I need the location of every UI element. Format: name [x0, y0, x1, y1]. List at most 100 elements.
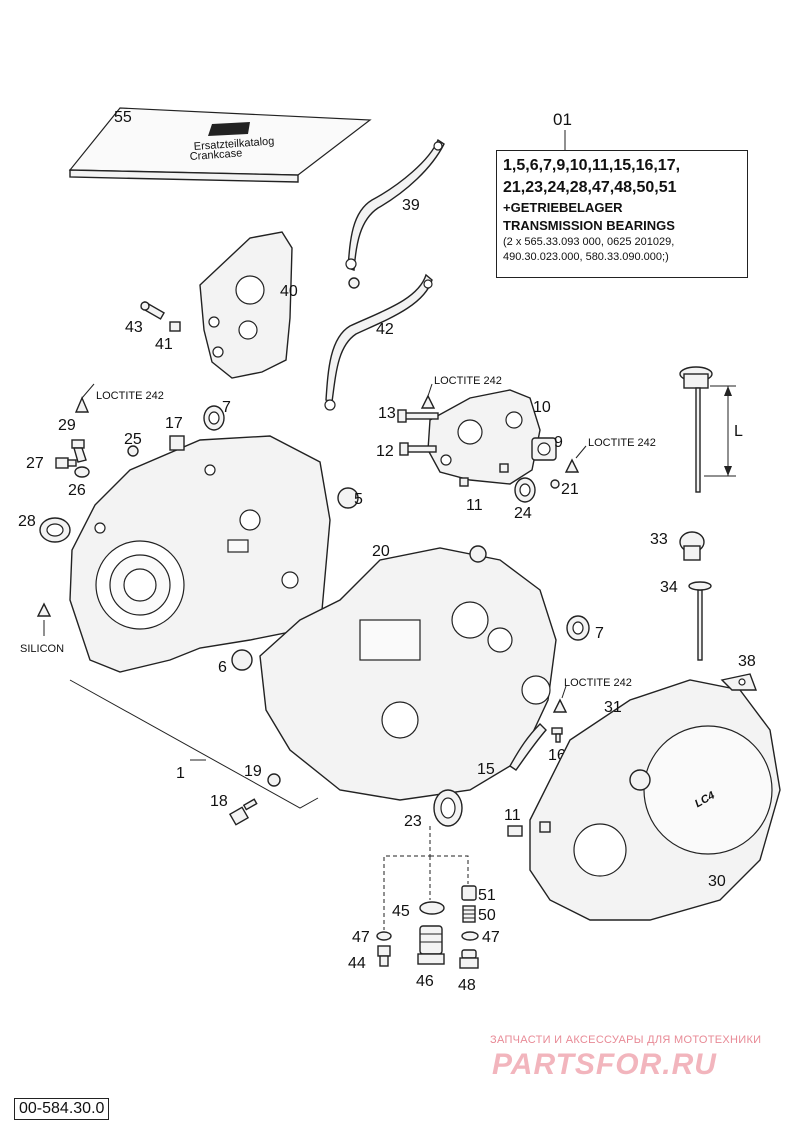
callout-13: 13: [378, 405, 396, 422]
part-38-bracket: [720, 673, 758, 691]
watermark-logo: PARTSFOR.RU: [492, 1048, 717, 1081]
part-13-bolt: [397, 409, 439, 423]
kit-line-3: +GETRIEBELAGER: [503, 200, 623, 215]
loctite-drop-16: [552, 698, 568, 713]
loctite-drop-21: [564, 458, 580, 473]
callout-46: 46: [416, 973, 434, 990]
part-55-manual: Ersatzteilkatalog Crankcase: [68, 107, 372, 183]
callout-25: 25: [124, 431, 142, 448]
callout-50: 50: [478, 907, 496, 924]
part-7-dowel-right: [566, 615, 590, 641]
part-50-spring: [462, 905, 476, 923]
callout-23: 23: [404, 813, 422, 830]
kit-contents-box: 1,5,6,7,9,10,11,15,16,17, 21,23,24,28,47…: [496, 150, 748, 278]
part-44-plug: [377, 945, 391, 967]
callout-20: 20: [372, 543, 390, 560]
kit-line-2: 21,23,24,28,47,48,50,51: [503, 179, 677, 196]
part-15-clip: [509, 723, 547, 771]
callout-5: 5: [354, 491, 363, 508]
part-51-piston: [461, 885, 477, 901]
callout-40: 40: [280, 283, 298, 300]
callout-26: 26: [68, 482, 86, 499]
part-40-bracket: [199, 231, 293, 379]
part-23-bearing: [433, 789, 463, 827]
part-46-oil-screen: [417, 925, 445, 965]
part-7-dowel-upper: [203, 405, 225, 431]
part-oil-dipstick: [679, 366, 713, 493]
callout-45: 45: [392, 903, 410, 920]
leader-dash-left: [383, 826, 431, 930]
length-label: L: [734, 423, 743, 440]
part-24-seal: [514, 477, 536, 503]
manual-line-2: Crankcase: [189, 147, 242, 163]
callout-24: 24: [514, 505, 532, 522]
callout-28: 28: [18, 513, 36, 530]
callout-30: 30: [708, 873, 726, 890]
part-47-ring-left: [376, 931, 392, 941]
silicon-note: SILICON: [20, 643, 64, 655]
part-39-chain-guide: [345, 138, 445, 289]
callout-34: 34: [660, 579, 678, 596]
drawing-number: 00-584.30.0: [14, 1098, 110, 1120]
part-18-plug: [228, 798, 258, 826]
part-17-sleeve: [169, 435, 185, 451]
part-30-clutch-cover: LC4: [529, 679, 781, 921]
part-48-plug: [459, 949, 479, 969]
callout-10: 10: [533, 399, 551, 416]
callout-44: 44: [348, 955, 366, 972]
part-20-right-crankcase-half: [259, 545, 557, 801]
callout-38: 38: [738, 653, 756, 670]
part-28-seal: [39, 517, 71, 543]
callout-47-right: 47: [482, 929, 500, 946]
callout-51: 51: [478, 887, 496, 904]
callout-11-upper: 11: [466, 497, 483, 514]
kit-line-1: 1,5,6,7,9,10,11,15,16,17,: [503, 157, 681, 174]
callout-31: 31: [604, 699, 622, 716]
callout-19: 19: [244, 763, 262, 780]
callout-15: 15: [477, 761, 495, 778]
part-41-sleeve: [169, 321, 181, 332]
part-11-sleeve-lower: [507, 825, 523, 837]
part-34-o-ring: [688, 581, 712, 591]
callout-42: 42: [376, 321, 394, 338]
manual-line-1: Ersatzteilkatalog: [193, 135, 274, 153]
kit-line-6: 490.30.023.000, 580.33.090.000;): [503, 251, 669, 263]
part-19-ring: [267, 773, 281, 787]
callout-1: 1: [176, 765, 185, 782]
callout-39: 39: [402, 197, 420, 214]
loctite-note-16: LOCTITE 242: [564, 677, 632, 689]
kit-line-4: TRANSMISSION BEARINGS: [503, 218, 675, 233]
part-left-crankcase-half: [69, 435, 331, 673]
part-16-screw: [551, 727, 563, 743]
watermark-tagline: ЗАПЧАСТИ И АКСЕССУАРЫ ДЛЯ МОТОТЕХНИКИ: [490, 1034, 762, 1046]
loctite-note-21: LOCTITE 242: [588, 437, 656, 449]
callout-33: 33: [650, 531, 668, 548]
callout-55: 55: [114, 109, 132, 126]
part-6-dowel: [231, 649, 253, 671]
callout-12: 12: [376, 443, 394, 460]
part-45-o-ring: [419, 901, 445, 915]
callout-11-lower: 11: [504, 807, 521, 824]
callout-41: 41: [155, 336, 173, 353]
callout-43: 43: [125, 319, 143, 336]
callout-17: 17: [165, 415, 183, 432]
callout-21: 21: [561, 481, 579, 498]
part-25-ring: [127, 445, 139, 457]
part-29-screw: [71, 439, 87, 463]
assembly-leader: [69, 679, 319, 809]
part-11-sleeve-upper: [459, 477, 469, 487]
callout-7-upper: 7: [222, 399, 231, 416]
loctite-note-29: LOCTITE 242: [96, 390, 164, 402]
callout-29: 29: [58, 417, 76, 434]
part-10-bearing-bracket: [427, 389, 541, 485]
callout-18: 18: [210, 793, 228, 810]
callout-27: 27: [26, 455, 44, 472]
part-11-sleeve-lower-b: [539, 821, 551, 833]
part-12-bolt: [399, 442, 437, 456]
loctite-drop-13: [420, 394, 436, 409]
part-11-sleeve-upper-b: [499, 463, 509, 473]
part-33-filler-plug: [679, 531, 705, 661]
kit-callout-01: 01: [553, 110, 572, 129]
callout-9: 9: [554, 434, 563, 451]
